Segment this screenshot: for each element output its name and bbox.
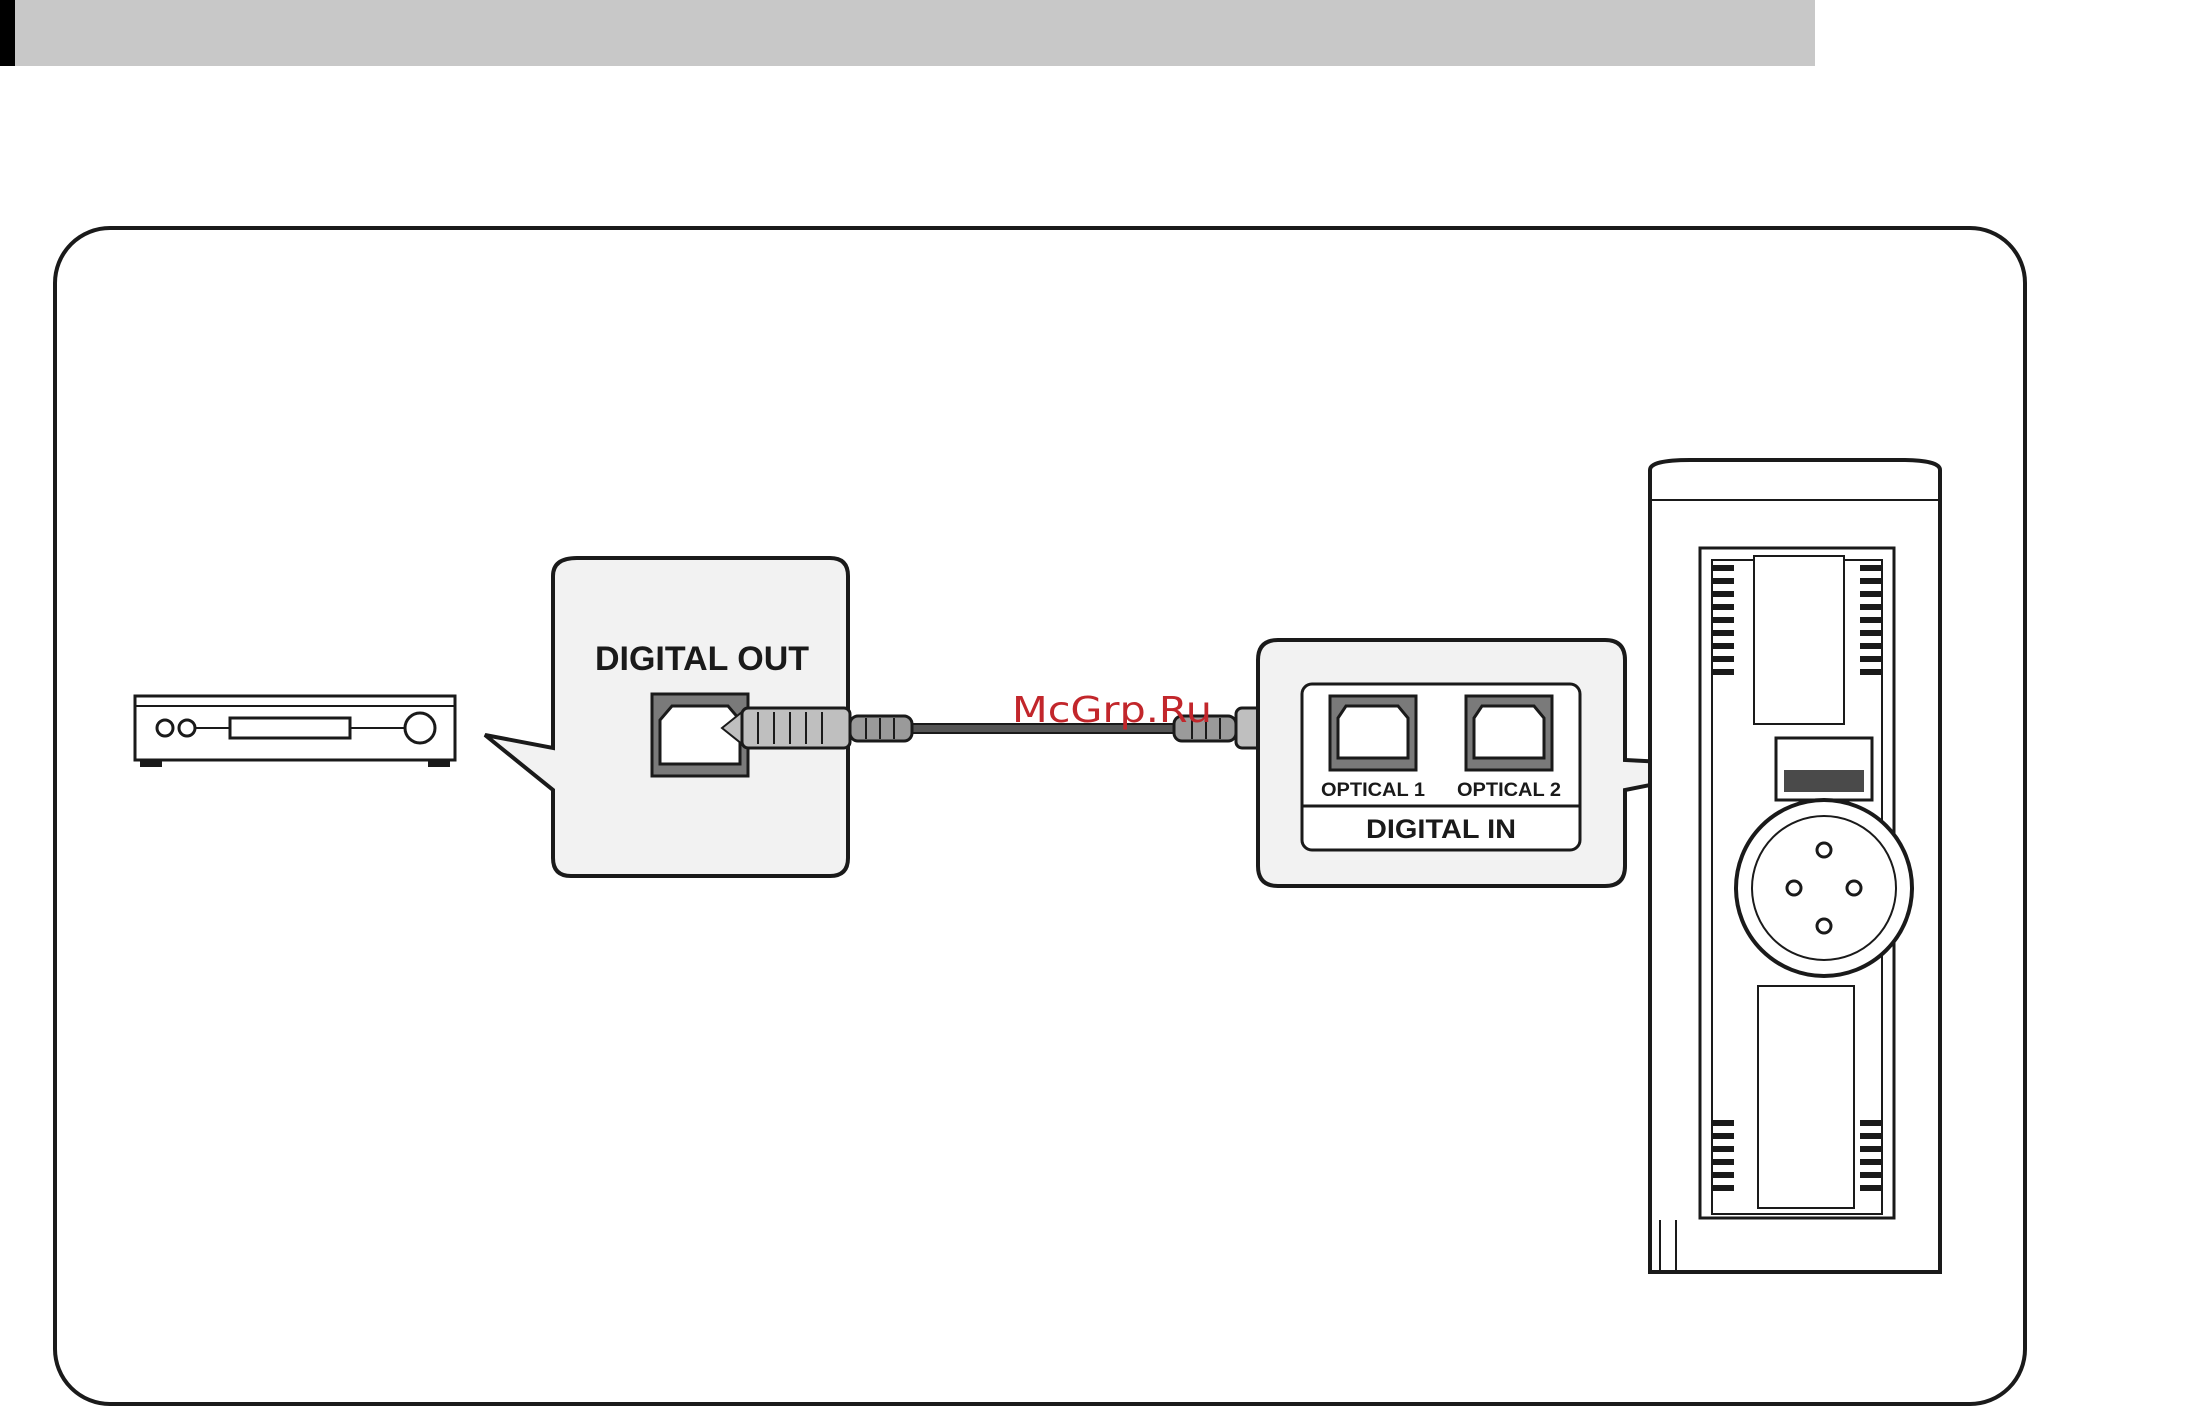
optical-1-port-icon: [1330, 696, 1416, 770]
optical-2-port-icon: [1466, 696, 1552, 770]
watermark-text: McGrp.Ru: [1012, 690, 1212, 731]
digital-out-label: DIGITAL OUT: [595, 640, 809, 678]
powered-speaker-rear-icon: [1650, 460, 1940, 1272]
optical-1-label: OPTICAL 1: [1321, 780, 1425, 801]
digital-in-label: DIGITAL IN: [1366, 814, 1516, 844]
optical-2-label: OPTICAL 2: [1457, 780, 1561, 801]
header-bar: [0, 0, 1815, 66]
av-receiver-icon: [135, 696, 455, 767]
